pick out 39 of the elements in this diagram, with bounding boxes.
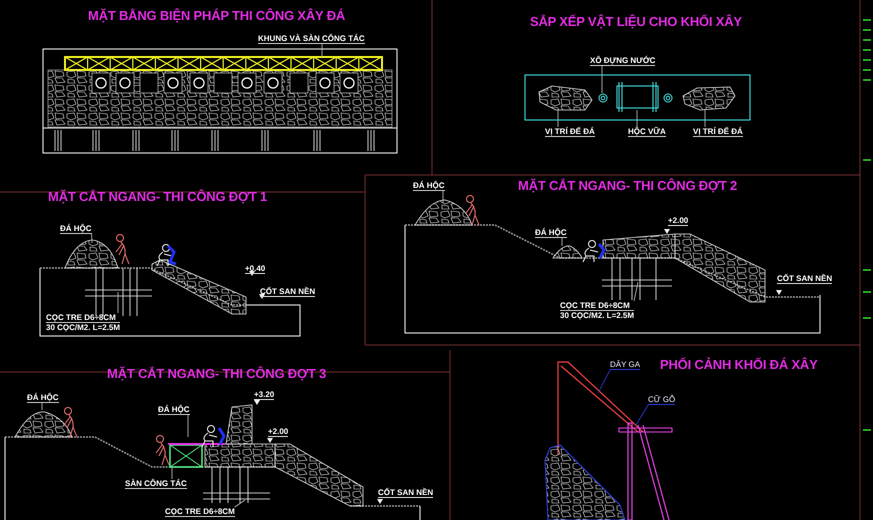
leader-line: [636, 404, 648, 426]
callout-label: ĐÁ HỘC: [413, 181, 445, 191]
section-title: PHỐI CẢNH KHỐI ĐÁ XÂY: [660, 357, 818, 372]
callout-label: ĐÁ HỘC: [158, 405, 190, 415]
level-label: CỐT SAN NỀN: [378, 488, 434, 498]
callout-label: SÀN CÔNG TÁC: [125, 479, 187, 489]
callout-label: XÔ ĐỰNG NƯỚC: [590, 56, 656, 66]
callout-label: CỮ GỖ: [648, 395, 676, 405]
section-title: MẶT CẮT NGANG- THI CÔNG ĐỢT 2: [518, 178, 738, 193]
callout-label: ĐÁ HỘC: [60, 224, 92, 234]
callout-label: CỌC TRE D6÷8CM: [560, 301, 634, 311]
section-title: SẮP XẾP VẬT LIỆU CHO KHỐI XÂY: [530, 14, 742, 29]
section-title: MẶT CẮT NGANG- THI CÔNG ĐỢT 3: [107, 366, 326, 381]
callout-label: CỌC TRE D6÷8CM: [46, 313, 120, 323]
section-title: MẶT CẮT NGANG- THI CÔNG ĐỢT 1: [48, 189, 268, 204]
level-label: +3.20: [254, 390, 274, 400]
level-label: CỐT SAN NỀN: [777, 274, 832, 284]
leader-line: [636, 110, 638, 128]
callout-label: DÂY GA: [610, 360, 640, 370]
callout-label: VỊ TRÍ ĐẾ ĐÁ: [545, 127, 595, 137]
callout-label: 30 CỌC/M2. L=2.5M: [560, 311, 634, 320]
level-label: +0.40: [245, 264, 266, 274]
callout-label: VỊ TRÍ ĐẾ ĐÁ: [693, 127, 743, 137]
callout-label: KHUNG VÀ SÀN CÔNG TÁC: [258, 34, 365, 44]
leader-line: [704, 110, 706, 128]
section-title: MẶT BẰNG BIỆN PHÁP THI CÔNG XÂY ĐÁ: [88, 8, 346, 23]
leader-line: [234, 500, 246, 508]
leader-line: [91, 234, 92, 244]
callout-label: ĐÁ HỘC: [27, 393, 59, 403]
leader-line: [442, 190, 444, 204]
level-label: +2.00: [668, 216, 688, 226]
callout-label: CỌC TRE D6÷8CM: [165, 507, 235, 517]
level-label: CỐT SAN NỀN: [260, 287, 316, 297]
callout-label: ĐÁ HỘC: [535, 228, 567, 238]
leader-line: [598, 370, 610, 394]
callout-label: HỘC VỮA: [628, 127, 666, 137]
leader-line: [634, 282, 638, 302]
callout-label: 30 CỌC/M2. L=2.5M: [46, 323, 120, 332]
level-label: +2.00: [268, 427, 288, 437]
